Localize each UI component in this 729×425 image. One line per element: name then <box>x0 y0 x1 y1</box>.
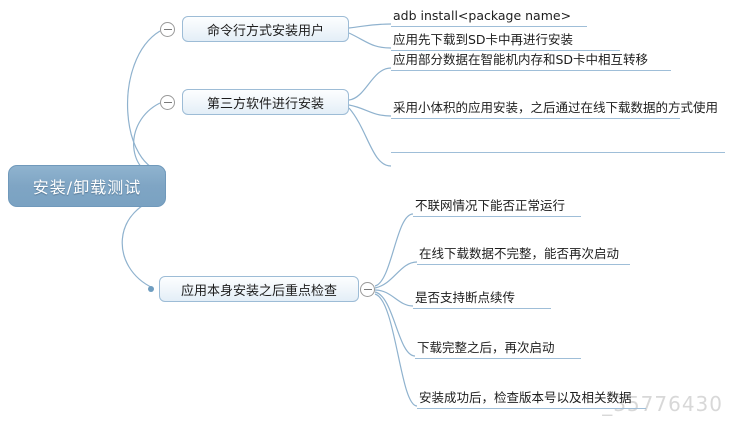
connector-branch-1-leaf-1 <box>348 23 392 29</box>
leaf-item[interactable]: 下载完整之后，再次启动 <box>415 340 581 359</box>
leaf-underline <box>391 50 620 51</box>
leaf-label: 应用先下载到SD卡中再进行安装 <box>393 32 574 47</box>
leaf-label: 在线下载数据不完整，能否再次启动 <box>419 246 620 261</box>
branch-node-1[interactable]: 命令行方式安装用户 <box>182 16 349 42</box>
connector-branch-3-leaf-1 <box>374 213 414 287</box>
leaf-underline <box>413 308 551 309</box>
leaf-item[interactable]: 采用小体积的应用安装，之后通过在线下载数据的方式使用 <box>391 100 719 119</box>
leaf-underline <box>415 358 581 359</box>
connector-branch-3-leaf-2 <box>374 261 418 289</box>
connector-branch-2-leaf-3 <box>348 107 392 167</box>
connector-branch-3-leaf-4 <box>374 291 416 357</box>
leaf-label: 安装成功后，检查版本号以及相关数据 <box>419 390 632 405</box>
connector-branch-2-leaf-2 <box>348 104 392 117</box>
connector-branch-1-leaf-2 <box>348 32 392 49</box>
branch-node-2-label: 第三方软件进行安装 <box>206 96 324 112</box>
watermark-text: _35776430 <box>602 392 723 416</box>
leaf-underline <box>417 264 630 265</box>
leaf-item[interactable]: adb install<package name> <box>391 8 587 27</box>
branch-node-1-label: 命令行方式安装用户 <box>206 23 324 39</box>
leaf-item[interactable]: 不联网情况下能否正常运行 <box>413 198 581 217</box>
leaf-item[interactable]: 是否支持断点续传 <box>413 290 551 309</box>
leaf-item[interactable]: 应用先下载到SD卡中再进行安装 <box>391 32 620 51</box>
connector-root-to-branch-3 <box>121 195 167 289</box>
leaf-underline <box>391 118 680 119</box>
connector-branch-3-leaf-3 <box>374 289 414 307</box>
leaf-item[interactable]: 安装成功后，检查版本号以及相关数据 <box>417 390 646 409</box>
root-node[interactable]: 安装/卸载测试 <box>8 165 166 207</box>
leaf-label: 不联网情况下能否正常运行 <box>415 198 566 213</box>
connector-branch-2-leaf-1 <box>348 67 392 101</box>
leaf-label: adb install<package name> <box>393 8 572 23</box>
connector-branch-3-leaf-5 <box>374 293 418 407</box>
root-node-label: 安装/卸载测试 <box>32 178 142 197</box>
leaf-item[interactable]: 在线下载数据不完整，能否再次启动 <box>417 246 630 265</box>
leaf-label: 下载完整之后，再次启动 <box>417 340 555 355</box>
leaf-label: 是否支持断点续传 <box>415 290 516 305</box>
leaf-underline <box>417 408 646 409</box>
leaf-label: 采用小体积的应用安装，之后通过在线下载数据的方式使用 <box>393 100 719 115</box>
minus-circle-icon-branch-1[interactable] <box>160 22 175 37</box>
branch-node-2[interactable]: 第三方软件进行安装 <box>182 89 349 115</box>
branch-node-3[interactable]: 应用本身安装之后重点检查 <box>159 276 359 302</box>
leaf-label: 应用部分数据在智能机内存和SD卡中相互转移 <box>393 52 649 67</box>
leaf-underline <box>413 216 581 217</box>
minus-circle-icon-branch-2[interactable] <box>160 95 175 110</box>
minus-circle-icon-branch-3[interactable] <box>360 282 375 297</box>
leaf-underline <box>391 152 725 153</box>
leaf-item[interactable] <box>391 150 725 153</box>
branch-3-bullet-icon <box>148 286 154 292</box>
leaf-underline <box>391 70 671 71</box>
leaf-underline <box>391 26 587 27</box>
leaf-item[interactable]: 应用部分数据在智能机内存和SD卡中相互转移 <box>391 52 671 71</box>
branch-node-3-label: 应用本身安装之后重点检查 <box>180 283 337 299</box>
